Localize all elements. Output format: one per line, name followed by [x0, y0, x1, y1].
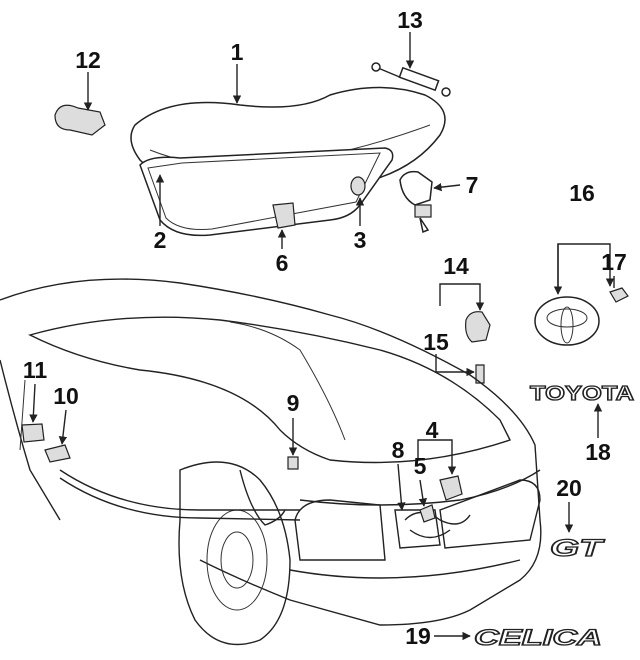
callout-7: 7 [466, 172, 479, 198]
callout-16: 16 [569, 180, 595, 206]
callout-15: 15 [423, 329, 449, 355]
callout-6: 6 [276, 250, 289, 276]
callout-12: 12 [75, 47, 101, 73]
lock-assembly [465, 311, 491, 343]
lock-cylinder [399, 170, 433, 234]
callout-10: 10 [53, 383, 79, 409]
toyota-logo-emblem [534, 296, 600, 346]
callout-18: 18 [585, 439, 611, 465]
celica-emblem: CELICA [474, 625, 602, 650]
callout-13: 13 [397, 7, 423, 33]
lift-support [371, 62, 451, 97]
callouts: 1 2 3 4 5 6 7 8 9 10 11 12 13 14 15 16 1… [23, 7, 627, 649]
opener-lever [44, 444, 71, 463]
lid-hinge [54, 104, 106, 136]
callout-8: 8 [392, 437, 405, 463]
callout-20: 20 [556, 475, 582, 501]
lock-striker [272, 202, 296, 229]
car-body [0, 278, 542, 646]
callout-14: 14 [443, 253, 469, 279]
callout-4: 4 [426, 417, 439, 443]
lock-latch [439, 475, 463, 501]
callout-1: 1 [231, 39, 244, 65]
callout-17: 17 [601, 249, 627, 275]
leader-lines [29, 32, 615, 641]
lock-clip [475, 364, 485, 384]
callout-3: 3 [354, 227, 367, 253]
emblem-clip [609, 287, 629, 303]
callout-11: 11 [23, 357, 48, 383]
opener-switch [287, 456, 299, 470]
toyota-emblem: TOYOTA [530, 383, 634, 405]
lock-rod [419, 504, 436, 523]
gt-emblem: GT [550, 535, 606, 562]
callout-2: 2 [154, 227, 167, 253]
callout-9: 9 [287, 390, 300, 416]
opener-cover [21, 423, 45, 443]
callout-19: 19 [405, 623, 431, 649]
callout-5: 5 [414, 453, 427, 479]
cushion-bumper [350, 176, 366, 196]
